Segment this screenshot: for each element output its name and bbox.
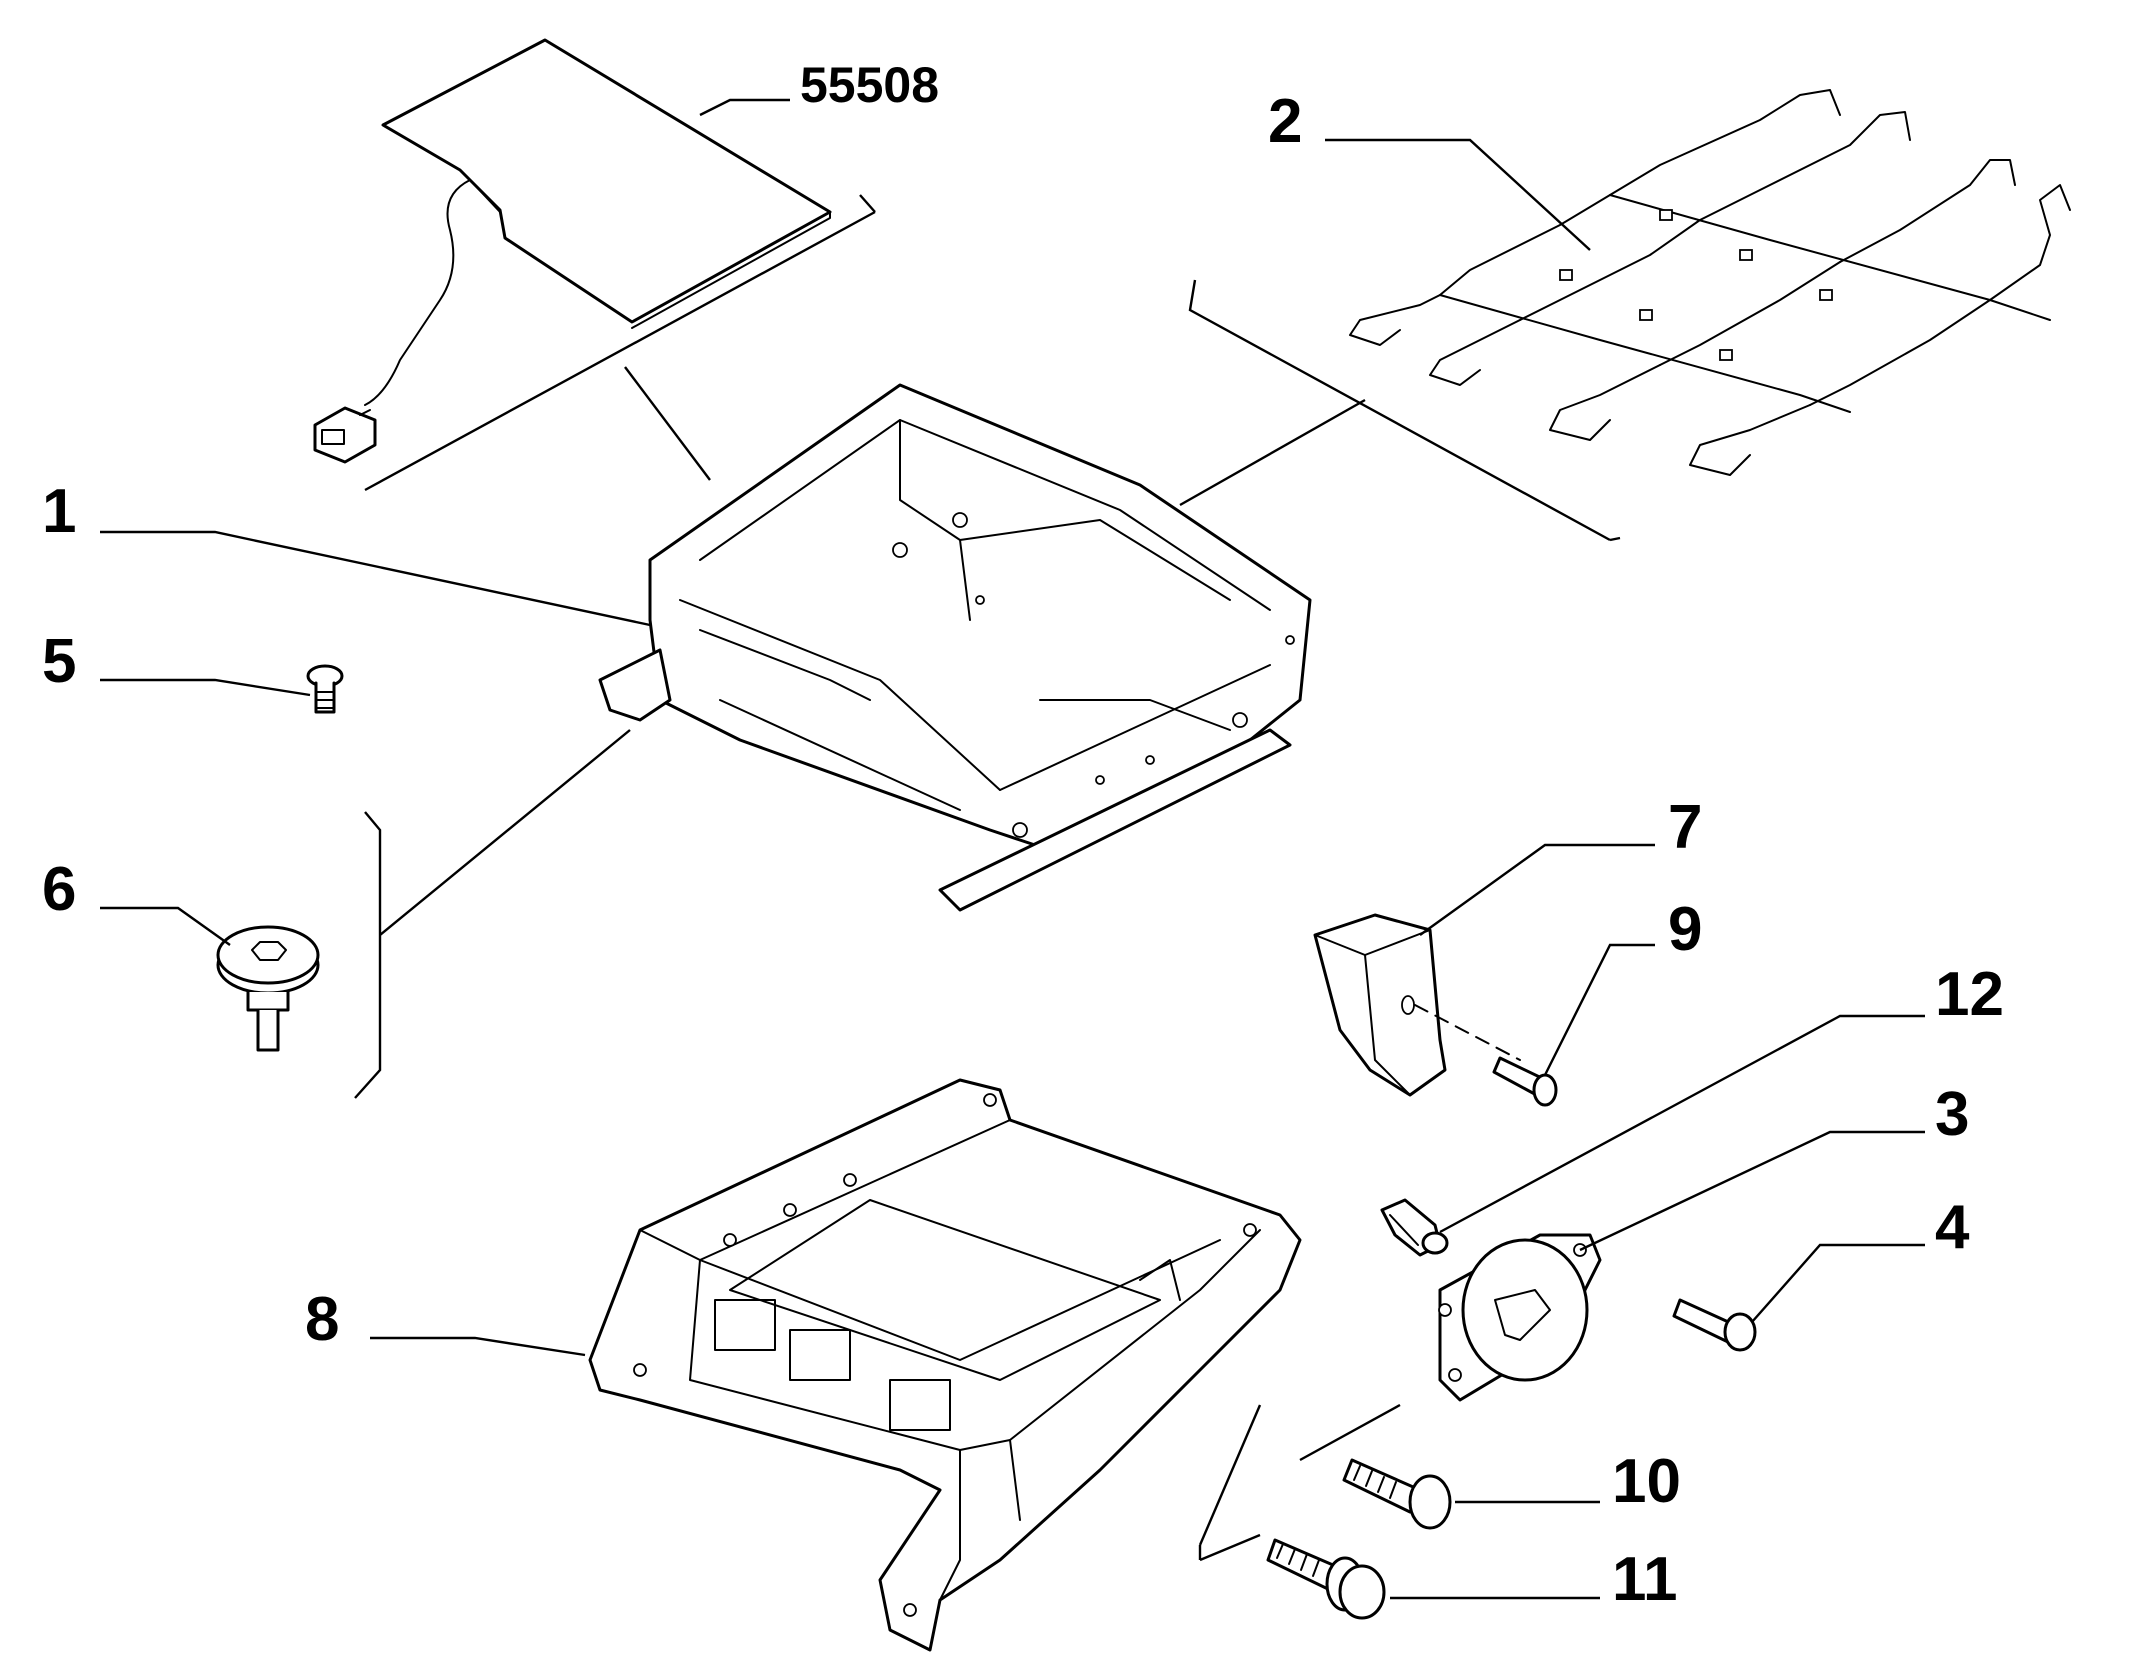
callout-4: 4: [1935, 1193, 1970, 1262]
callout-labels: 55508 1 2 5 6 7 9 12 3 4 8 10 11: [42, 57, 2004, 1614]
leader-lines: [100, 98, 1925, 1600]
callout-11: 11: [1612, 1545, 1678, 1614]
callout-10: 10: [1612, 1447, 1681, 1516]
callout-7: 7: [1668, 793, 1702, 862]
callout-8: 8: [305, 1285, 339, 1354]
grouping-brackets: [354, 194, 1621, 1562]
part-55508-heating-pad: [313, 38, 832, 464]
callout-1: 1: [42, 477, 76, 546]
part-1-upper-seat-frame: [598, 383, 1312, 912]
part-3-recliner-disc: [1438, 1233, 1602, 1402]
callout-5: 5: [42, 627, 76, 696]
callout-55508: 55508: [800, 57, 939, 113]
part-6-knob: [216, 925, 320, 1052]
part-12-fastener: [1380, 1198, 1449, 1257]
callout-6: 6: [42, 855, 76, 924]
callout-9: 9: [1668, 895, 1702, 964]
part-4-bolt: [1672, 1298, 1757, 1352]
part-7-trim-cover: [1313, 913, 1447, 1097]
part-5-screw: [306, 664, 344, 714]
callout-12: 12: [1935, 960, 2004, 1029]
part-2-seat-spring-frame: [1349, 89, 2071, 476]
part-10-bolt: [1342, 1458, 1452, 1530]
part-8-lower-rail-frame: [588, 1078, 1302, 1652]
callout-2: 2: [1268, 87, 1302, 156]
part-11-flange-bolt: [1266, 1538, 1386, 1620]
callout-3: 3: [1935, 1080, 1969, 1149]
